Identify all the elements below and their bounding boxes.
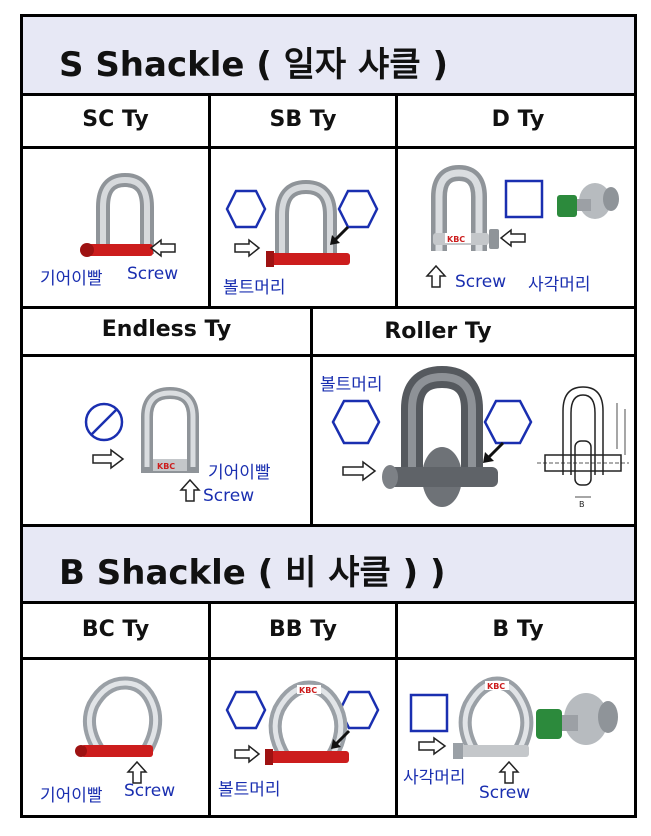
arrow-up-icon bbox=[498, 760, 520, 784]
square-head-label: 사각머리 bbox=[528, 275, 591, 295]
square-head-label: 사각머리 bbox=[403, 768, 466, 788]
screw-label: Screw bbox=[203, 486, 255, 506]
divider bbox=[23, 354, 634, 357]
col-d-ty: D Ty bbox=[491, 107, 545, 132]
pin-gear-label: 기어이빨 bbox=[208, 463, 271, 483]
col-sb-ty: SB Ty bbox=[269, 107, 337, 132]
square-icon bbox=[504, 179, 544, 219]
arrow-right-icon bbox=[499, 228, 526, 248]
col-bb-ty: BB Ty bbox=[269, 617, 337, 642]
kbc-badge: KBC bbox=[487, 682, 505, 691]
divider bbox=[23, 657, 634, 660]
arrow-diag-icon bbox=[331, 729, 351, 749]
s-shackle-title: S Shackle ( 일자 샤클 ) bbox=[59, 45, 448, 85]
arrow-right-icon bbox=[92, 448, 125, 470]
screw-label: Screw bbox=[455, 272, 507, 292]
arrow-right-icon bbox=[234, 238, 261, 258]
square-icon bbox=[409, 693, 449, 733]
arrow-right-icon bbox=[149, 238, 176, 258]
screw-label: Screw bbox=[479, 783, 531, 803]
shackle-catalog-frame: S Shackle ( 일자 샤클 ) SC Ty SB Ty D Ty End… bbox=[20, 14, 637, 818]
divider bbox=[208, 604, 211, 815]
arrow-right-icon bbox=[342, 460, 377, 482]
pin-gear-label: 기어이빨 bbox=[40, 269, 103, 289]
divider bbox=[23, 306, 634, 309]
hexagon-icon bbox=[225, 189, 267, 229]
divider bbox=[23, 146, 634, 149]
green-square-head-image bbox=[557, 183, 619, 219]
green-square-head-image bbox=[536, 693, 618, 745]
col-endless-ty: Endless Ty bbox=[101, 317, 232, 342]
bb-shackle-image: KBC bbox=[265, 680, 349, 765]
b-shackle-image: KBC bbox=[453, 676, 534, 759]
divider bbox=[208, 96, 211, 306]
col-roller-ty: Roller Ty bbox=[384, 319, 492, 344]
b-shackle-title: B Shackle ( 비 샤클 ) ) bbox=[59, 553, 446, 593]
s-shackle-banner: S Shackle ( 일자 샤클 ) bbox=[23, 17, 634, 96]
roller-shackle-image bbox=[382, 365, 498, 507]
col-sc-ty: SC Ty bbox=[82, 107, 149, 132]
divider bbox=[395, 604, 398, 815]
arrow-diag-icon bbox=[483, 441, 505, 463]
arrow-up-icon bbox=[126, 760, 148, 784]
screw-label: Screw bbox=[127, 264, 179, 284]
arrow-diag-icon bbox=[330, 225, 350, 245]
divider bbox=[395, 96, 398, 306]
kbc-badge: KBC bbox=[447, 235, 465, 244]
kbc-badge: KBC bbox=[299, 686, 317, 695]
hexagon-icon bbox=[225, 690, 267, 730]
col-bc-ty: BC Ty bbox=[81, 617, 150, 642]
d-shackle-image: KBC bbox=[431, 164, 499, 251]
col-b-ty: B Ty bbox=[492, 617, 544, 642]
bc-shackle-image bbox=[75, 676, 163, 757]
pin-gear-label: 기어이빨 bbox=[40, 786, 103, 806]
arrow-right-icon bbox=[418, 736, 447, 756]
hexagon-icon bbox=[483, 399, 533, 445]
arrow-up-icon bbox=[179, 478, 201, 502]
bolt-head-label: 볼트머리 bbox=[320, 375, 383, 395]
bolt-head-label: 볼트머리 bbox=[218, 780, 281, 800]
b-shackle-banner: B Shackle ( 비 샤클 ) ) bbox=[23, 524, 634, 604]
svg-text:B: B bbox=[579, 500, 585, 509]
sb-shackle-image bbox=[266, 179, 350, 267]
no-entry-icon bbox=[84, 402, 124, 442]
screw-label: Screw bbox=[124, 781, 176, 801]
kbc-badge: KBC bbox=[157, 462, 175, 471]
divider bbox=[310, 306, 313, 524]
hexagon-icon bbox=[331, 399, 381, 445]
endless-shackle-image: KBC bbox=[141, 386, 199, 473]
sc-shackle-image bbox=[80, 172, 154, 257]
hexagon-icon bbox=[337, 189, 379, 229]
bolt-head-label: 볼트머리 bbox=[223, 278, 286, 298]
roller-technical-drawing: B bbox=[537, 386, 629, 509]
arrow-up-icon bbox=[425, 264, 447, 288]
arrow-right-icon bbox=[234, 744, 261, 764]
